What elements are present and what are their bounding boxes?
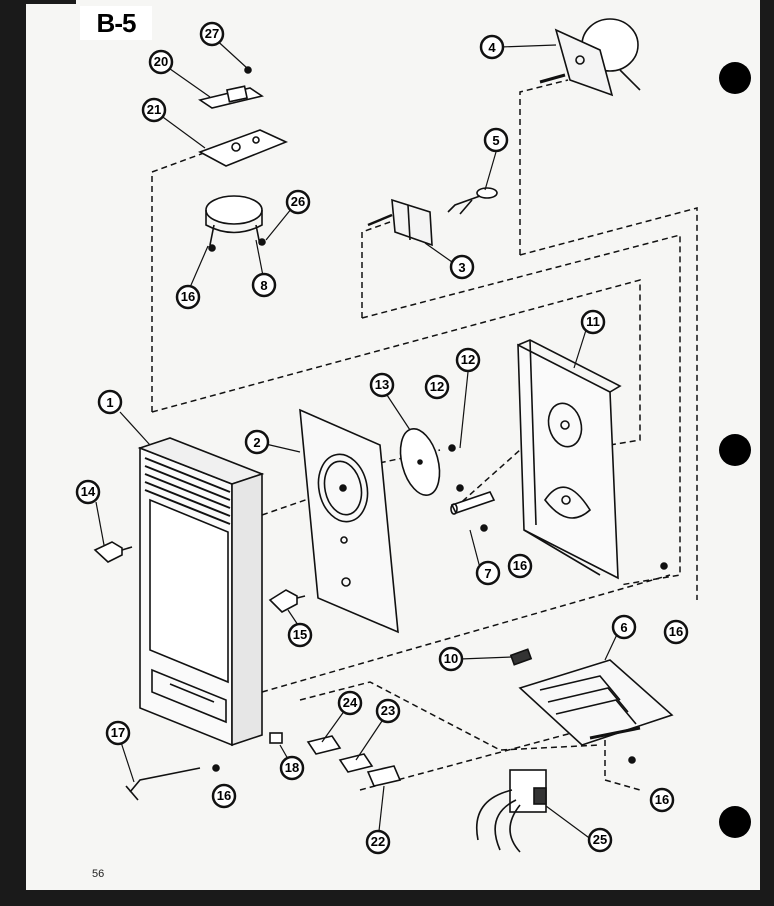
part-11-rear-chassis bbox=[517, 339, 622, 580]
callout-20-label: 20 bbox=[154, 54, 168, 69]
callout-13: 13 bbox=[369, 372, 395, 398]
callout-5-label: 5 bbox=[492, 133, 499, 148]
callout-2: 2 bbox=[244, 429, 270, 455]
screws bbox=[208, 66, 668, 772]
callout-13-label: 13 bbox=[375, 377, 389, 392]
callout-5: 5 bbox=[483, 127, 509, 153]
callout-14-label: 14 bbox=[81, 484, 96, 499]
callout-11: 11 bbox=[580, 309, 606, 335]
part-21-bracket bbox=[198, 129, 289, 167]
callout-20: 20 bbox=[148, 49, 174, 75]
callout-10-label: 10 bbox=[444, 651, 458, 666]
part-5-lever bbox=[447, 187, 498, 215]
part-20-clip bbox=[198, 85, 264, 109]
callout-22-label: 22 bbox=[371, 834, 385, 849]
part-23-block bbox=[338, 753, 374, 773]
part-4-motor bbox=[539, 18, 641, 97]
part-13-disc bbox=[399, 428, 441, 496]
callout-23: 23 bbox=[375, 698, 401, 724]
callout-18: 18 bbox=[279, 755, 305, 781]
callout-27: 27 bbox=[199, 21, 225, 47]
callout-11-label: 11 bbox=[586, 314, 600, 329]
callout-27-label: 27 bbox=[205, 26, 219, 41]
callout-4-label: 4 bbox=[488, 40, 496, 55]
binder-holes bbox=[719, 62, 751, 838]
callout-24: 24 bbox=[337, 690, 363, 716]
callout-3-label: 3 bbox=[458, 260, 465, 275]
callout-6-label: 6 bbox=[620, 620, 627, 635]
callouts: 1 2 3 4 5 6 7 8 10 11 12 12 13 14 15 16 … bbox=[75, 21, 689, 855]
part-6-burner-assembly bbox=[518, 659, 674, 746]
callout-26-label: 26 bbox=[291, 194, 305, 209]
callout-16a: 16 bbox=[175, 284, 201, 310]
callout-8: 8 bbox=[251, 272, 277, 298]
callout-16c: 16 bbox=[663, 619, 689, 645]
callout-16b: 16 bbox=[507, 553, 533, 579]
callout-12a-label: 12 bbox=[461, 352, 475, 367]
callout-1: 1 bbox=[97, 389, 123, 415]
part-15-knob bbox=[268, 589, 306, 613]
callout-12a: 12 bbox=[455, 347, 481, 373]
part-25-igniter bbox=[476, 769, 547, 853]
callout-16e-label: 16 bbox=[655, 792, 669, 807]
callout-3: 3 bbox=[449, 254, 475, 280]
callout-16a-label: 16 bbox=[181, 289, 195, 304]
part-1-front-cabinet bbox=[137, 437, 265, 747]
part-17-tool bbox=[125, 767, 201, 801]
callout-16b-label: 16 bbox=[513, 558, 527, 573]
callout-16c-label: 16 bbox=[669, 624, 683, 639]
callout-15-label: 15 bbox=[293, 627, 307, 642]
part-10-small-fitting bbox=[509, 648, 533, 666]
part-14-knob bbox=[93, 541, 133, 563]
part-22-block bbox=[366, 765, 402, 787]
callout-15: 15 bbox=[287, 622, 313, 648]
page-number: 56 bbox=[92, 868, 105, 880]
sheet-label: B-5 bbox=[80, 6, 152, 40]
callout-10: 10 bbox=[438, 646, 464, 672]
callout-21-label: 21 bbox=[147, 102, 161, 117]
callout-16e: 16 bbox=[649, 787, 675, 813]
callout-7: 7 bbox=[475, 560, 501, 586]
callout-14: 14 bbox=[75, 479, 101, 505]
callout-18-label: 18 bbox=[285, 760, 299, 775]
callout-21: 21 bbox=[141, 97, 167, 123]
callout-17: 17 bbox=[105, 720, 131, 746]
callout-17-label: 17 bbox=[111, 725, 125, 740]
part-18-tab bbox=[269, 732, 283, 744]
callout-4: 4 bbox=[479, 34, 505, 60]
callout-26: 26 bbox=[285, 189, 311, 215]
callout-22: 22 bbox=[365, 829, 391, 855]
callout-6: 6 bbox=[611, 614, 637, 640]
part-7-shaft bbox=[450, 491, 496, 515]
callout-25-label: 25 bbox=[593, 832, 607, 847]
part-8-clamp bbox=[205, 195, 263, 246]
callout-8-label: 8 bbox=[260, 278, 267, 293]
callout-1-label: 1 bbox=[106, 395, 113, 410]
callout-25: 25 bbox=[587, 827, 613, 853]
callout-12b: 12 bbox=[424, 374, 450, 400]
callout-2-label: 2 bbox=[253, 435, 260, 450]
callout-12b-label: 12 bbox=[430, 379, 444, 394]
callout-16d-label: 16 bbox=[217, 788, 231, 803]
part-2-inner-panel bbox=[299, 408, 399, 634]
callout-24-label: 24 bbox=[343, 695, 358, 710]
callout-16d: 16 bbox=[211, 783, 237, 809]
part-3-switch bbox=[367, 198, 433, 247]
callout-7-label: 7 bbox=[484, 566, 491, 581]
callout-23-label: 23 bbox=[381, 703, 395, 718]
part-24-block bbox=[306, 735, 342, 755]
